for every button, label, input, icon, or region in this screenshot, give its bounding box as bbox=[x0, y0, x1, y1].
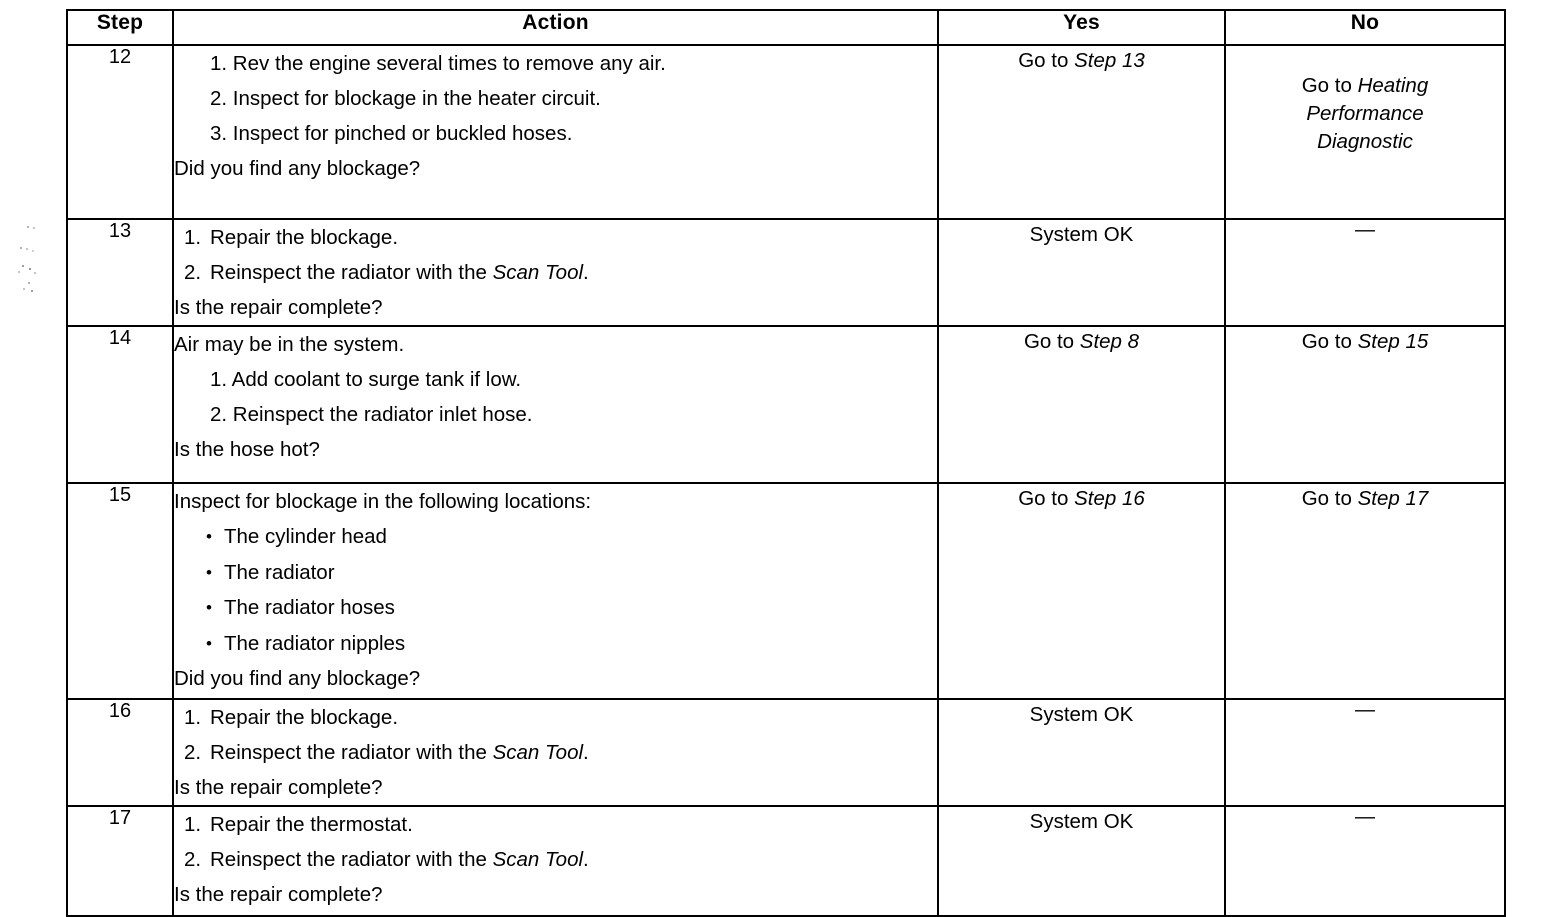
table-row: 17 1.Repair the thermostat. 2.Reinspect … bbox=[66, 805, 1506, 917]
action-content: Inspect for blockage in the following lo… bbox=[172, 482, 939, 700]
list-item-number: 1. bbox=[184, 706, 202, 729]
no-answer-line-1: Go to Heating bbox=[1226, 72, 1504, 100]
action-content: 1.Repair the blockage. 2.Reinspect the r… bbox=[172, 218, 939, 327]
scan-tool-term: Scan Tool bbox=[492, 741, 584, 764]
em-dash-placeholder: — bbox=[1355, 219, 1375, 241]
action-content: 1.Repair the blockage. 2.Reinspect the r… bbox=[172, 698, 939, 807]
action-content: 1.Repair the thermostat. 2.Reinspect the… bbox=[172, 805, 939, 917]
list-item: 2. Inspect for blockage in the heater ci… bbox=[210, 87, 601, 110]
list-item-number: 1. bbox=[184, 226, 202, 249]
table-body: 12 1. Rev the engine several times to re… bbox=[66, 44, 1506, 917]
no-answer: Go to Heating Performance Diagnostic bbox=[1224, 44, 1506, 220]
step-number: 14 bbox=[66, 325, 174, 484]
column-header-step: Step bbox=[66, 9, 174, 46]
no-answer: Go to Step 17 bbox=[1224, 482, 1506, 700]
no-answer: — bbox=[1224, 698, 1506, 807]
no-answer: — bbox=[1224, 805, 1506, 917]
no-answer-prefix: Go to bbox=[1301, 487, 1358, 510]
list-item: 2.Reinspect the radiator with the Scan T… bbox=[174, 842, 937, 877]
em-dash-placeholder: — bbox=[1355, 699, 1375, 721]
diagnostic-step-table: Step Action Yes No 12 1. Rev the engine … bbox=[66, 9, 1506, 917]
list-item: 2.Reinspect the radiator with the Scan T… bbox=[174, 255, 937, 290]
list-item: 2. Reinspect the radiator inlet hose. bbox=[210, 403, 533, 426]
table-header-row: Step Action Yes No bbox=[66, 9, 1506, 46]
column-header-yes: Yes bbox=[937, 9, 1226, 46]
step-number: 17 bbox=[66, 805, 174, 917]
table-row: 15 Inspect for blockage in the following… bbox=[66, 482, 1506, 700]
action-numbered-list: 1.Repair the blockage. 2.Reinspect the r… bbox=[174, 220, 937, 290]
scan-artifact-speckle bbox=[10, 215, 44, 295]
list-item: 1. Add coolant to surge tank if low. bbox=[210, 368, 522, 391]
step-number: 12 bbox=[66, 44, 174, 220]
action-lead-text: Inspect for blockage in the following lo… bbox=[174, 490, 592, 513]
yes-answer-step-ref: Step 8 bbox=[1079, 330, 1140, 353]
list-item: The radiator nipples bbox=[174, 626, 937, 662]
step-number: 16 bbox=[66, 698, 174, 807]
yes-answer: Go to Step 16 bbox=[937, 482, 1226, 700]
yes-answer-step-ref: Step 16 bbox=[1074, 487, 1145, 510]
column-header-action: Action bbox=[172, 9, 939, 46]
step-number: 15 bbox=[66, 482, 174, 700]
yes-answer-prefix: Go to bbox=[1023, 330, 1080, 353]
column-header-no: No bbox=[1224, 9, 1506, 46]
no-answer-line-3: Diagnostic bbox=[1317, 130, 1413, 153]
no-answer: — bbox=[1224, 218, 1506, 327]
table-row: 13 1.Repair the blockage. 2.Reinspect th… bbox=[66, 218, 1506, 327]
list-item: 1.Repair the thermostat. bbox=[174, 807, 937, 842]
action-question: Is the hose hot? bbox=[174, 438, 320, 461]
no-answer-step-ref: Step 17 bbox=[1357, 487, 1429, 510]
action-numbered-list: 1. Add coolant to surge tank if low. 2. … bbox=[174, 362, 937, 432]
no-answer-line-2: Performance bbox=[1306, 102, 1424, 125]
action-bullet-list: The cylinder head The radiator The radia… bbox=[174, 519, 937, 661]
action-content: 1. Rev the engine several times to remov… bbox=[172, 44, 939, 220]
list-item: 2.Reinspect the radiator with the Scan T… bbox=[174, 735, 937, 770]
action-lead-text: Air may be in the system. bbox=[174, 333, 405, 356]
no-answer-prefix: Go to bbox=[1301, 74, 1358, 97]
table-header: Step Action Yes No bbox=[66, 9, 1506, 46]
no-answer-prefix: Go to bbox=[1301, 330, 1358, 353]
table-row: 16 1.Repair the blockage. 2.Reinspect th… bbox=[66, 698, 1506, 807]
action-question: Is the repair complete? bbox=[174, 883, 383, 906]
list-item: The cylinder head bbox=[174, 519, 937, 555]
action-numbered-list: 1. Rev the engine several times to remov… bbox=[174, 46, 937, 151]
yes-answer: System OK bbox=[937, 805, 1226, 917]
no-answer-step-ref: Step 15 bbox=[1357, 330, 1429, 353]
no-answer: Go to Step 15 bbox=[1224, 325, 1506, 484]
list-item-number: 2. bbox=[184, 261, 202, 284]
yes-answer: Go to Step 13 bbox=[937, 44, 1226, 220]
action-numbered-list: 1.Repair the thermostat. 2.Reinspect the… bbox=[174, 807, 937, 877]
yes-answer-prefix: Go to bbox=[1018, 49, 1075, 72]
scan-tool-term: Scan Tool bbox=[492, 261, 584, 284]
list-item: The radiator hoses bbox=[174, 590, 937, 626]
scan-tool-term: Scan Tool bbox=[492, 848, 584, 871]
list-item-number: 2. bbox=[184, 741, 202, 764]
list-item: The radiator bbox=[174, 555, 937, 591]
yes-answer: System OK bbox=[937, 698, 1226, 807]
action-question: Did you find any blockage? bbox=[174, 667, 421, 690]
yes-answer-prefix: Go to bbox=[1018, 487, 1075, 510]
step-number: 13 bbox=[66, 218, 174, 327]
list-item: 1. Rev the engine several times to remov… bbox=[210, 52, 666, 75]
action-content: Air may be in the system. 1. Add coolant… bbox=[172, 325, 939, 484]
action-numbered-list: 1.Repair the blockage. 2.Reinspect the r… bbox=[174, 700, 937, 770]
list-item-number: 1. bbox=[184, 813, 202, 836]
no-answer-ref-part-1: Heating bbox=[1357, 74, 1429, 97]
list-item-number: 2. bbox=[184, 848, 202, 871]
list-item: 1.Repair the blockage. bbox=[174, 220, 937, 255]
yes-answer: Go to Step 8 bbox=[937, 325, 1226, 484]
em-dash-placeholder: — bbox=[1355, 806, 1375, 828]
action-question: Did you find any blockage? bbox=[174, 157, 421, 180]
list-item: 1.Repair the blockage. bbox=[174, 700, 937, 735]
action-question: Is the repair complete? bbox=[174, 296, 383, 319]
action-question: Is the repair complete? bbox=[174, 776, 383, 799]
table-row: 12 1. Rev the engine several times to re… bbox=[66, 44, 1506, 220]
yes-answer: System OK bbox=[937, 218, 1226, 327]
table-row: 14 Air may be in the system. 1. Add cool… bbox=[66, 325, 1506, 484]
yes-answer-step-ref: Step 13 bbox=[1074, 49, 1145, 72]
list-item: 3. Inspect for pinched or buckled hoses. bbox=[210, 122, 573, 145]
